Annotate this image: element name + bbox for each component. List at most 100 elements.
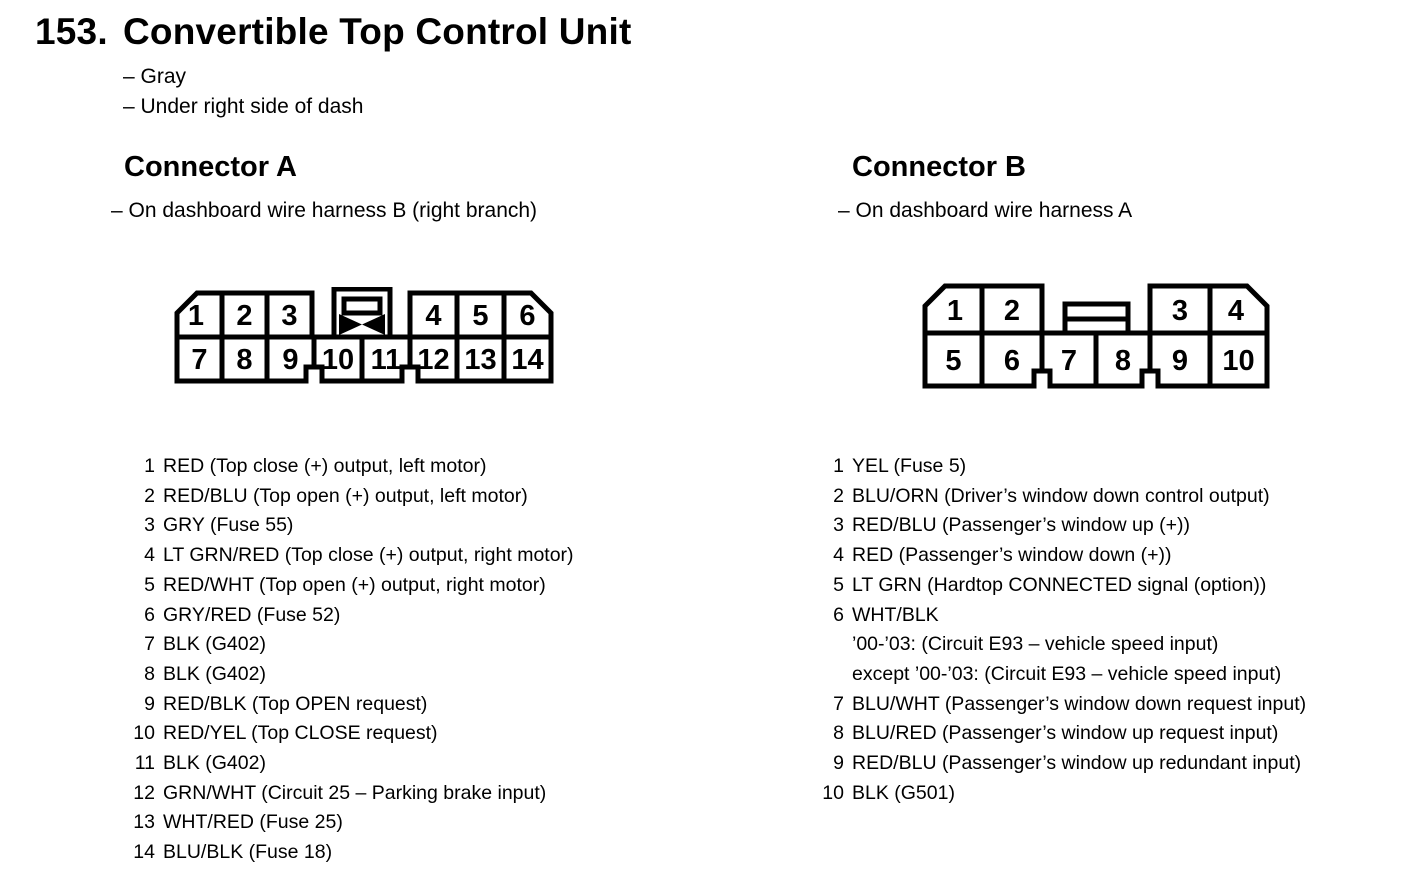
pin-row: 2 BLU/ORN (Driver’s window down control …	[812, 482, 1306, 512]
pin-number: 3	[833, 514, 844, 537]
pin-description: RED/YEL (Top CLOSE request)	[163, 722, 438, 745]
section-number: 153.	[35, 11, 108, 52]
pin-row: 8 BLK (G402)	[123, 660, 574, 690]
pin-number: 2	[144, 484, 155, 507]
cell-number: 6	[1004, 345, 1020, 377]
pin-description: BLU/BLK (Fuse 18)	[163, 841, 333, 864]
pin-number: 8	[144, 662, 155, 685]
pin-description: RED (Passenger’s window down (+))	[852, 544, 1172, 567]
pin-number: 9	[144, 692, 155, 715]
cell-number: 2	[236, 300, 252, 332]
connector-a-subtitle: – On dashboard wire harness B (right bra…	[111, 199, 538, 222]
pin-description: BLK (G402)	[163, 633, 266, 656]
pin-number: 11	[134, 752, 155, 775]
pin-row: 1 YEL (Fuse 5)	[812, 452, 1306, 482]
pin-row: 13 WHT/RED (Fuse 25)	[123, 808, 574, 838]
pin-number: 6	[833, 603, 844, 626]
cell-number: 2	[1004, 295, 1020, 327]
cell-number: 3	[1172, 295, 1188, 327]
pin-description: BLK (G501)	[852, 781, 955, 804]
pin-number: 6	[144, 603, 155, 626]
cell-number: 1	[188, 300, 204, 332]
pin-row: 2 RED/BLU (Top open (+) output, left mot…	[123, 482, 574, 512]
blocked-cavity-icon	[362, 314, 385, 335]
pin-number: 14	[133, 841, 155, 864]
pin-description: YEL (Fuse 5)	[852, 455, 967, 477]
pin-description: BLK (G402)	[163, 752, 266, 775]
pin-number: 4	[144, 544, 155, 567]
section-title: Convertible Top Control Unit	[123, 11, 632, 52]
cell-number: 1	[947, 295, 963, 327]
pin-row: 4 LT GRN/RED (Top close (+) output, righ…	[123, 541, 574, 571]
pin-number: 5	[833, 573, 844, 596]
cell-number: 8	[1115, 345, 1131, 377]
pin-description: RED/BLU (Top open (+) output, left motor…	[163, 484, 528, 507]
blocked-cavity-icon	[339, 314, 362, 335]
cell-number: 10	[322, 344, 354, 376]
connector-a-heading: Connector A	[124, 151, 297, 183]
pin-number: 7	[833, 692, 844, 715]
cell-number: 10	[1222, 345, 1254, 377]
pin-row: 14 BLU/BLK (Fuse 18)	[123, 838, 574, 868]
pin-row: 3 RED/BLU (Passenger’s window up (+))	[812, 511, 1306, 541]
pin-number: 4	[833, 544, 844, 567]
pin-description: BLU/WHT (Passenger’s window down request…	[852, 692, 1307, 715]
pin-description: WHT/BLK	[852, 603, 939, 626]
pin-number: 1	[144, 455, 155, 477]
pin-row: except ’00-’03: (Circuit E93 – vehicle s…	[812, 660, 1306, 690]
pin-description: except ’00-’03: (Circuit E93 – vehicle s…	[852, 662, 1282, 685]
pin-description: ’00-’03: (Circuit E93 – vehicle speed in…	[852, 633, 1219, 656]
pin-row: 7 BLK (G402)	[123, 630, 574, 660]
connector-a-drawing: 1 2 3 4 5 6 7 8 9 10 11 12 13 14	[174, 286, 554, 384]
cell-number: 11	[371, 344, 402, 376]
cell-number: 13	[464, 344, 496, 376]
pin-description: LT GRN/RED (Top close (+) output, right …	[163, 544, 574, 567]
pin-description: BLU/ORN (Driver’s window down control ou…	[852, 484, 1270, 507]
page-title: 153. Convertible Top Control Unit	[35, 10, 631, 54]
pin-number: 10	[822, 781, 844, 804]
pin-row: 11 BLK (G402)	[123, 749, 574, 779]
pin-row: 8 BLU/RED (Passenger’s window up request…	[812, 719, 1306, 749]
pin-description: RED/BLU (Passenger’s window up (+))	[852, 514, 1190, 537]
pin-row: 5 RED/WHT (Top open (+) output, right mo…	[123, 571, 574, 601]
pin-number: 13	[133, 811, 155, 834]
note-location: – Under right side of dash	[123, 95, 364, 118]
pin-number: 10	[133, 722, 155, 745]
connector-b-pin-list: 1 YEL (Fuse 5) 2 BLU/ORN (Driver’s windo…	[812, 452, 1306, 808]
pin-row: ’00-’03: (Circuit E93 – vehicle speed in…	[812, 630, 1306, 660]
connector-b-diagram: 1 2 3 4 5 6 7 8 9 10	[922, 281, 1270, 391]
pin-number	[812, 660, 844, 690]
pin-description: BLU/RED (Passenger’s window up request i…	[852, 722, 1279, 745]
pin-number: 1	[833, 455, 844, 477]
pin-row: 5 LT GRN (Hardtop CONNECTED signal (opti…	[812, 571, 1306, 601]
connector-b-drawing: 1 2 3 4 5 6 7 8 9 10	[922, 283, 1270, 389]
pin-row: 6 WHT/BLK	[812, 601, 1306, 631]
cell-number: 5	[472, 300, 488, 332]
pin-number: 9	[833, 752, 844, 775]
pin-description: LT GRN (Hardtop CONNECTED signal (option…	[852, 573, 1267, 596]
pin-description: RED/WHT (Top open (+) output, right moto…	[163, 573, 546, 596]
pin-number: 3	[144, 514, 155, 537]
unit-notes: – Gray – Under right side of dash	[123, 62, 363, 122]
pin-description: WHT/RED (Fuse 25)	[163, 811, 343, 834]
pin-row: 6 GRY/RED (Fuse 52)	[123, 601, 574, 631]
cell-number: 12	[417, 344, 449, 376]
cell-number: 4	[425, 300, 441, 332]
pin-row: 1 RED (Top close (+) output, left motor)	[123, 452, 574, 482]
cell-number: 5	[945, 345, 961, 377]
connector-b-heading: Connector B	[852, 151, 1026, 183]
pin-number	[812, 630, 844, 660]
pin-description: GRY/RED (Fuse 52)	[163, 603, 341, 626]
connector-a-diagram: 1 2 3 4 5 6 7 8 9 10 11 12 13 14	[172, 286, 556, 387]
cell-number: 3	[281, 300, 297, 332]
connector-a-cell-grid	[177, 293, 551, 381]
cell-number: 6	[519, 300, 535, 332]
pin-row: 9 RED/BLK (Top OPEN request)	[123, 690, 574, 720]
connector-b-subtitle: – On dashboard wire harness A	[838, 199, 1133, 222]
pin-number: 8	[833, 722, 844, 745]
cell-number: 7	[1061, 345, 1077, 377]
pin-number: 5	[144, 573, 155, 596]
pin-row: 7 BLU/WHT (Passenger’s window down reque…	[812, 690, 1306, 720]
pin-row: 3 GRY (Fuse 55)	[123, 511, 574, 541]
